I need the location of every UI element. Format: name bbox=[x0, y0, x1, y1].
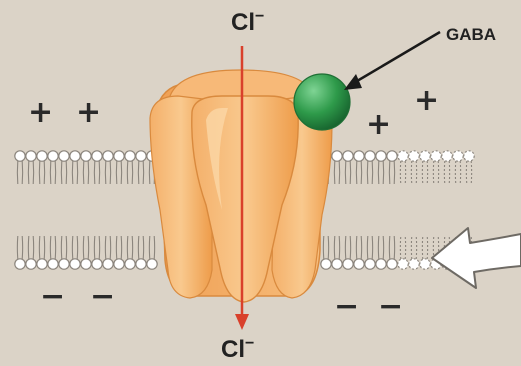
phospholipid bbox=[37, 151, 47, 184]
charge-plus-4: + bbox=[414, 83, 439, 118]
phospholipid bbox=[59, 236, 69, 269]
phospholipid bbox=[354, 236, 364, 269]
phospholipid bbox=[376, 151, 386, 184]
phospholipid bbox=[365, 236, 375, 269]
phospholipid bbox=[92, 236, 102, 269]
charge-minus-3: − bbox=[334, 289, 359, 324]
gaba-label: GABA bbox=[446, 25, 496, 44]
ion-label-top: Cl− bbox=[231, 8, 264, 36]
charge-plus-1: + bbox=[28, 95, 53, 130]
phospholipid bbox=[114, 151, 124, 184]
phospholipid bbox=[398, 236, 408, 269]
phospholipid bbox=[343, 151, 353, 184]
phospholipid bbox=[420, 151, 430, 184]
gaba-molecule-icon bbox=[294, 74, 350, 130]
charge-minus-2: − bbox=[90, 279, 115, 314]
phospholipid bbox=[37, 236, 47, 269]
charge-minus-4: − bbox=[378, 289, 403, 324]
phospholipid bbox=[332, 151, 342, 184]
phospholipid bbox=[147, 236, 157, 269]
phospholipid bbox=[103, 151, 113, 184]
phospholipid bbox=[81, 236, 91, 269]
phospholipid bbox=[70, 236, 80, 269]
phospholipid bbox=[442, 151, 452, 184]
phospholipid bbox=[70, 151, 80, 184]
phospholipid bbox=[343, 236, 353, 269]
phospholipid bbox=[464, 151, 474, 184]
phospholipid bbox=[15, 236, 25, 269]
phospholipid bbox=[387, 236, 397, 269]
phospholipid bbox=[125, 151, 135, 184]
phospholipid bbox=[365, 151, 375, 184]
charge-plus-2: + bbox=[76, 95, 101, 130]
phospholipid bbox=[387, 151, 397, 184]
phospholipid bbox=[48, 151, 58, 184]
phospholipid bbox=[26, 151, 36, 184]
phospholipid bbox=[354, 151, 364, 184]
phospholipid bbox=[321, 236, 331, 269]
charge-plus-3: + bbox=[366, 107, 391, 142]
phospholipid bbox=[136, 236, 146, 269]
phospholipid bbox=[125, 236, 135, 269]
charge-minus-1: − bbox=[40, 279, 65, 314]
phospholipid bbox=[453, 151, 463, 184]
phospholipid bbox=[431, 151, 441, 184]
phospholipid bbox=[26, 236, 36, 269]
phospholipid bbox=[376, 236, 386, 269]
lipid-bilayer-left bbox=[15, 151, 157, 269]
white-callout-arrow-icon bbox=[432, 228, 521, 288]
phospholipid bbox=[15, 151, 25, 184]
phospholipid bbox=[59, 151, 69, 184]
phospholipid bbox=[103, 236, 113, 269]
phospholipid bbox=[398, 151, 408, 184]
phospholipid bbox=[114, 236, 124, 269]
ion-label-bottom: Cl− bbox=[221, 335, 254, 363]
phospholipid bbox=[332, 236, 342, 269]
phospholipid bbox=[420, 236, 430, 269]
phospholipid bbox=[48, 236, 58, 269]
gaba-pointer-arrow bbox=[344, 32, 440, 90]
phospholipid bbox=[81, 151, 91, 184]
phospholipid bbox=[92, 151, 102, 184]
phospholipid bbox=[409, 151, 419, 184]
phospholipid bbox=[409, 236, 419, 269]
phospholipid bbox=[136, 151, 146, 184]
